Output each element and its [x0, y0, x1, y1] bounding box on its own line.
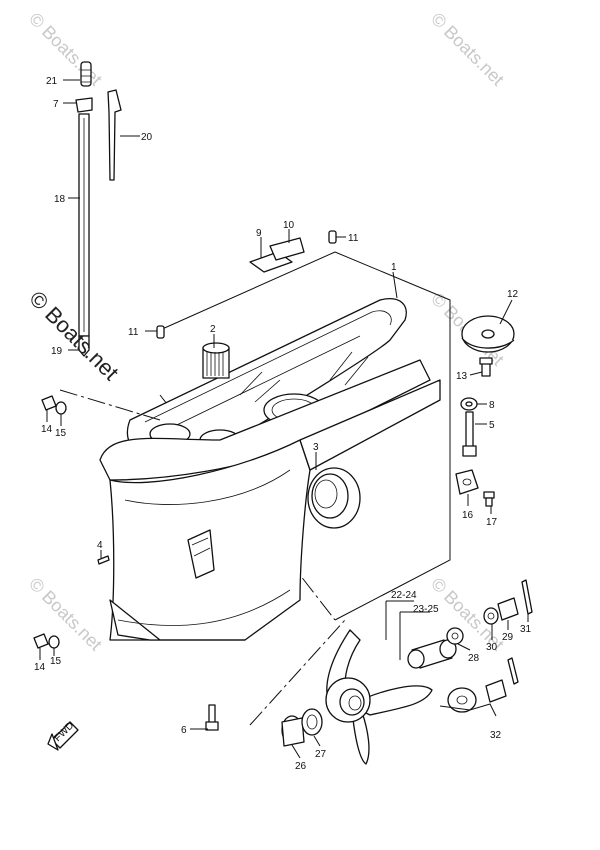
- spacer-27: [301, 708, 323, 736]
- thrust-washer-26: [281, 715, 305, 747]
- anode-16: [455, 469, 479, 495]
- bearing-housing-3: [307, 467, 361, 529]
- callout-22-24: 22-24: [391, 590, 417, 601]
- callout-31: 31: [520, 624, 532, 635]
- nut-14-lower: [33, 633, 49, 649]
- cable-tie-20: [107, 89, 122, 181]
- pin-4: [97, 555, 110, 565]
- castle-nut-29: [497, 597, 519, 621]
- nut-30: [483, 607, 499, 625]
- callout-27: 27: [315, 749, 327, 760]
- watermark-top-left: © Boats.net: [25, 9, 106, 90]
- callout-23-25: 23-25: [413, 604, 439, 615]
- callout-13: 13: [456, 371, 468, 382]
- washer-15-upper: [55, 401, 67, 415]
- callout-4: 4: [97, 540, 103, 551]
- callout-17: 17: [486, 517, 498, 528]
- callout-16: 16: [462, 510, 474, 521]
- watermark-large: © Boats.net: [24, 286, 123, 385]
- screw-17: [483, 491, 495, 507]
- leader-lines: [39, 79, 529, 759]
- callout-32: 32: [490, 730, 502, 741]
- callout-10: 10: [283, 220, 295, 231]
- callout-9: 9: [256, 228, 262, 239]
- pad-10: [269, 237, 305, 261]
- callout-30: 30: [486, 642, 498, 653]
- callout-12: 12: [507, 289, 519, 300]
- washer-28: [446, 627, 464, 645]
- callout-2: 2: [210, 324, 216, 335]
- callout-15-upper: 15: [55, 428, 67, 439]
- rod-tip-19: [78, 335, 90, 357]
- callout-15-lower: 15: [50, 656, 62, 667]
- dowel-pin-11-lower: [156, 325, 165, 339]
- washer-8: [460, 397, 478, 411]
- callout-5: 5: [489, 420, 495, 431]
- gear-case-housing: [59, 251, 451, 726]
- callout-1: 1: [391, 262, 397, 273]
- callout-29: 29: [502, 632, 514, 643]
- callout-11-lower: 11: [128, 327, 139, 338]
- callout-14-upper: 14: [41, 424, 53, 435]
- bolt-5: [462, 411, 477, 457]
- drive-shaft-boss: [202, 342, 230, 379]
- callout-6: 6: [181, 725, 187, 736]
- callout-14-lower: 14: [34, 662, 46, 673]
- bolt-13: [479, 357, 493, 377]
- cotter-pin-31: [521, 579, 533, 615]
- callout-11-upper: 11: [348, 233, 359, 244]
- callout-20: 20: [141, 132, 153, 143]
- callout-labels: 21 7 20 18 19 9 10 11 11 2 1 3 12 13 8 5…: [34, 76, 532, 772]
- shift-rod-nipple-21: [80, 61, 92, 87]
- watermark-top-right: © Boats.net: [427, 9, 508, 90]
- shift-rod-18: [78, 113, 90, 337]
- washer-15-lower: [48, 635, 60, 649]
- forward-direction-arrow: FWD: [47, 720, 79, 751]
- callout-28: 28: [468, 653, 480, 664]
- clip-7: [75, 97, 93, 113]
- bolt-6: [205, 704, 219, 731]
- callout-7: 7: [53, 99, 59, 110]
- propeller-bushing-23-25: [407, 639, 457, 669]
- callout-8: 8: [489, 400, 495, 411]
- callout-3: 3: [313, 442, 319, 453]
- callout-21: 21: [46, 76, 58, 87]
- callout-26: 26: [295, 761, 307, 772]
- dowel-pin-11-upper: [328, 230, 337, 244]
- callout-18: 18: [54, 194, 66, 205]
- trim-tab-12: [461, 315, 515, 353]
- nut-14-upper: [41, 395, 57, 411]
- callout-19: 19: [51, 346, 63, 357]
- propeller: [325, 629, 433, 765]
- washer-set-32: [447, 657, 519, 713]
